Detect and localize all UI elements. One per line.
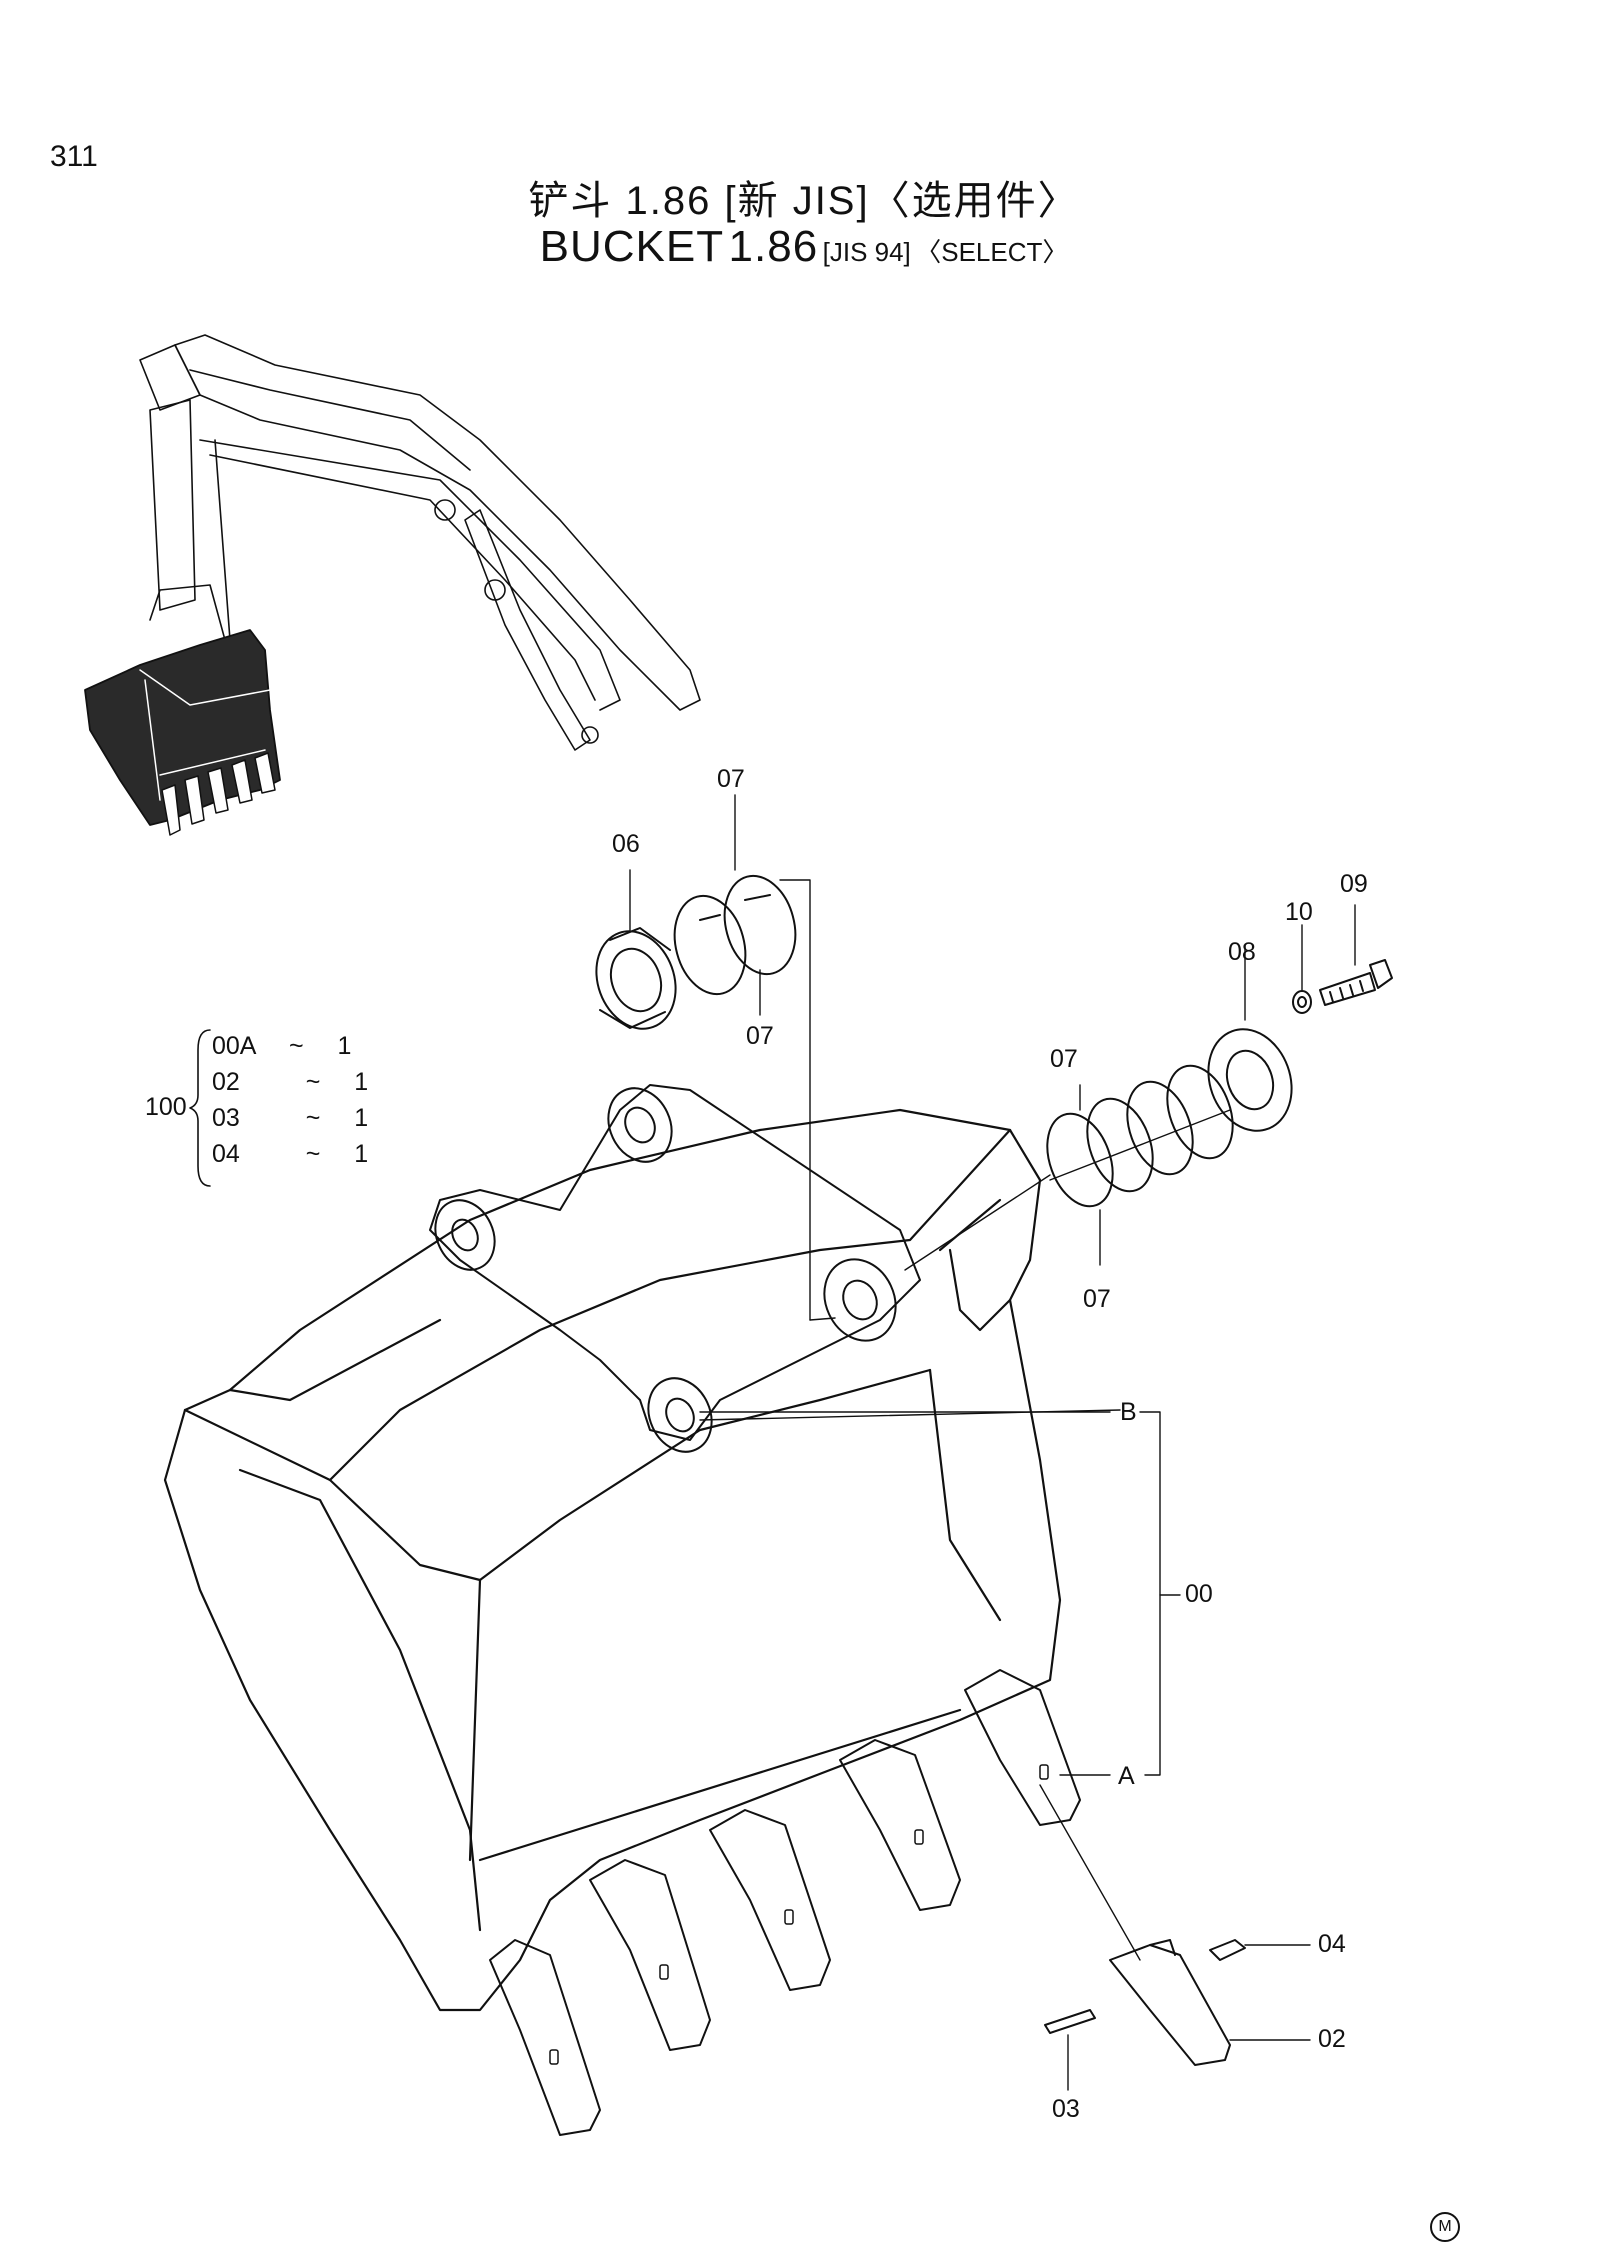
bucket-body: [163, 1108, 1062, 2012]
assembly-guide-lines: [699, 879, 1231, 1961]
bucket-teeth-row: [489, 1669, 1081, 2136]
callout-07-top: 07: [717, 765, 745, 793]
pin-part-03: [1044, 2009, 1096, 2034]
callout-02: 02: [1318, 2025, 1346, 2053]
kit-item-part: 03: [212, 1104, 240, 1132]
kit-item-qty: 1: [354, 1104, 369, 1132]
kit-item-part: 02: [212, 1068, 240, 1096]
kit-item: 04 ~ 1: [212, 1140, 368, 1169]
callout-03: 03: [1052, 2095, 1080, 2123]
bushing-part-06: [595, 927, 677, 1030]
kit-item-sep: ~: [305, 1104, 321, 1132]
callout-leader-lines: [629, 794, 1356, 2091]
manufacturer-mark: M: [1430, 2212, 1460, 2242]
bolt-part-09: [1319, 959, 1393, 1006]
kit-item-sep: ~: [305, 1068, 321, 1096]
page-title-english: BUCKET 1.86 [JIS 94] 〈SELECT〉: [0, 222, 1608, 272]
callout-07-middle: 07: [746, 1022, 774, 1050]
title-select: 〈SELECT〉: [915, 237, 1069, 267]
kit-item-sep: ~: [305, 1140, 321, 1168]
kit-item: 02 ~ 1: [212, 1068, 368, 1097]
callout-09: 09: [1340, 870, 1368, 898]
plate-part-08: [1207, 1028, 1293, 1132]
kit-bracket: [189, 1029, 211, 1187]
callout-04: 04: [1318, 1930, 1346, 1958]
highlighted-bucket-icon: [84, 629, 281, 836]
callout-A: A: [1118, 1762, 1135, 1790]
kit-item-part: 00A: [212, 1032, 256, 1060]
title-size: 1.86: [728, 222, 819, 271]
shim-rings-part-07-right: [1046, 1064, 1234, 1208]
title-standard: [JIS 94]: [822, 237, 911, 267]
title-main: BUCKET: [539, 222, 725, 271]
callout-07-right-bottom: 07: [1083, 1285, 1111, 1313]
page-title-chinese: 铲斗 1.86 [新 JIS]〈选用件〉: [528, 179, 1080, 223]
kit-item-part: 04: [212, 1140, 240, 1168]
excavator-overview-illustration: [139, 334, 701, 751]
callout-B: B: [1120, 1398, 1137, 1426]
callout-00: 00: [1185, 1580, 1213, 1608]
callout-06: 06: [612, 830, 640, 858]
kit-item-qty: 1: [354, 1140, 369, 1168]
callout-07-right-top: 07: [1050, 1045, 1078, 1073]
kit-item: 03 ~ 1: [212, 1104, 368, 1133]
callout-08: 08: [1228, 938, 1256, 966]
bucket-bosses: [429, 1084, 921, 1453]
kit-item-qty: 1: [337, 1032, 352, 1060]
shim-rings-part-07-left: [673, 874, 797, 996]
page-number: 311: [50, 140, 98, 173]
kit-item: 00A ~ 1: [212, 1032, 351, 1061]
tooth-part-02: [1109, 1939, 1231, 2066]
kit-item-qty: 1: [354, 1068, 369, 1096]
callout-10: 10: [1285, 898, 1313, 926]
kit-number: 100: [145, 1093, 187, 1121]
kit-item-sep: ~: [289, 1032, 304, 1060]
washer-part-10: [1292, 990, 1312, 1014]
lock-part-04: [1209, 1939, 1246, 1961]
